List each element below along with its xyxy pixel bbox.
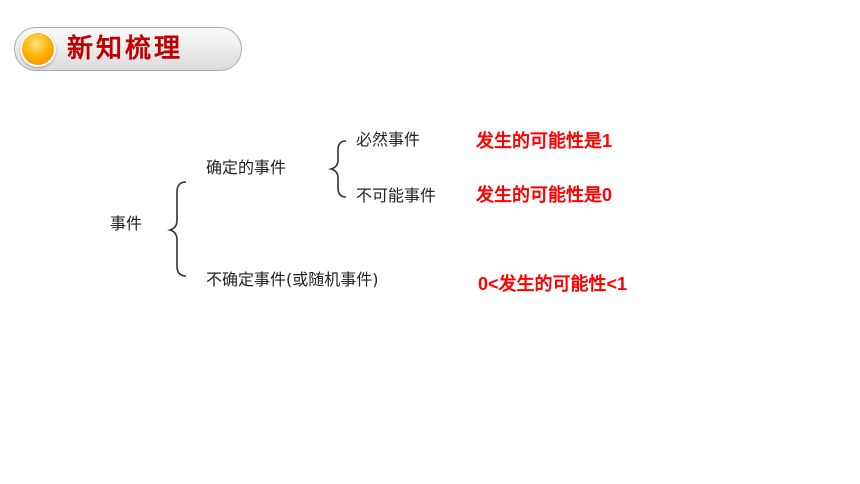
uncertain-event: 不确定事件(或随机事件): [206, 270, 379, 289]
note-certain-yes: 发生的可能性是1: [476, 131, 613, 151]
root-brace: [167, 181, 187, 277]
certain-no-event: 不可能事件: [356, 186, 437, 205]
root-event: 事件: [110, 214, 143, 233]
section-title: 新知梳理: [67, 34, 184, 64]
note-uncertain: 0<发生的可能性<1: [478, 274, 628, 294]
certain-event: 确定的事件: [206, 158, 287, 177]
note-certain-no: 发生的可能性是0: [476, 185, 613, 205]
certain-yes-event: 必然事件: [356, 130, 421, 149]
section-header: 新知梳理: [14, 27, 242, 71]
certain-brace: [328, 140, 347, 198]
orb-icon: [20, 31, 56, 67]
